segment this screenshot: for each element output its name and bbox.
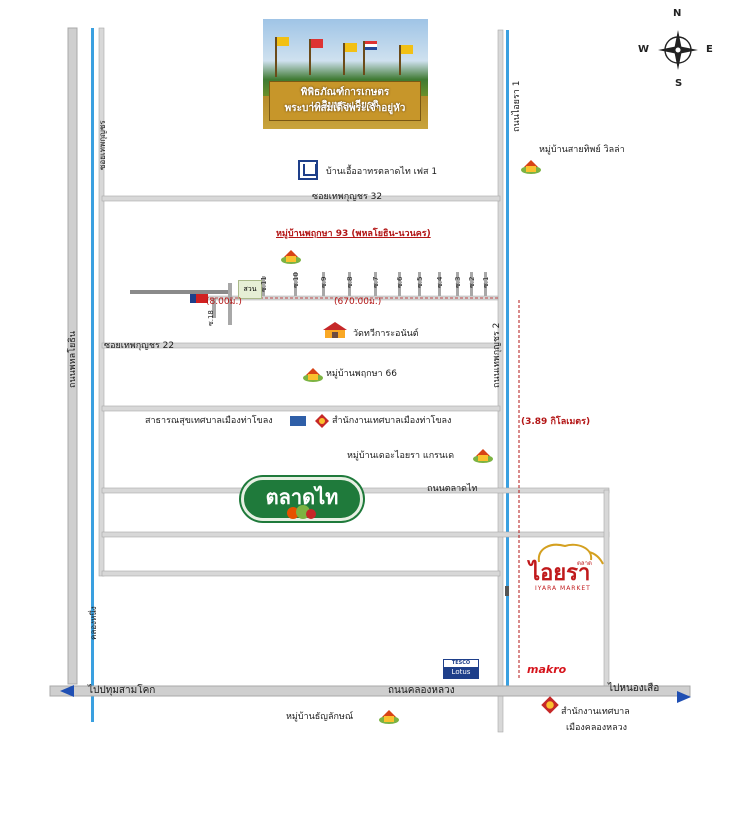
- house-icon: [473, 449, 493, 463]
- museum-sign: พิพิธภัณฑ์การเกษตรเฉลิมพระเกียรติ พระบาท…: [269, 81, 421, 121]
- label-canal: คลองหนึ่ง: [89, 606, 98, 640]
- canal-right: [506, 30, 509, 692]
- soi-label: ซ.2: [468, 276, 476, 288]
- vegetables-icon: [287, 505, 316, 519]
- museum-sign-line2: พระบาทสมเด็จพระเจ้าอยู่หัว: [284, 103, 406, 114]
- tesco-text: TESCO: [451, 660, 471, 666]
- soi-label: ซ.10: [292, 272, 300, 288]
- soi-label: ซ.11: [260, 276, 268, 292]
- museum-sign-line1: พิพิธภัณฑ์การเกษตรเฉลิมพระเกียรติ: [300, 87, 390, 111]
- road-soi-32: [101, 195, 501, 202]
- label-thep-kunchorn-2: ถนนเทพกุญชร 2: [492, 322, 502, 388]
- label-distance-8m: (8.00ม.): [206, 297, 242, 307]
- label-soi-32: ซอยเทพกุญชร 32: [312, 192, 383, 202]
- warehouse-logo-icon: [298, 160, 318, 180]
- iyara-logo-subtext: IYARA MARKET: [535, 585, 591, 592]
- label-distance-670m: (670.00ม.): [334, 297, 382, 307]
- canal-left: [91, 28, 94, 722]
- soi-label: ซ.9: [320, 276, 328, 288]
- iyara-market-logo: ตลาด ไอยรา IYARA MARKET: [529, 540, 609, 594]
- label-temple: วัดทวีการะอนันต์: [353, 329, 419, 339]
- label-park: สวน: [243, 285, 257, 293]
- garuda-icon: [315, 414, 329, 428]
- talad-thai-logo-text: ตลาดไท: [265, 485, 339, 509]
- label-iyara-road: ถนนไอยรา 1: [512, 80, 522, 132]
- label-khlong-luang-road: ถนนคลองหลวง: [388, 685, 455, 696]
- road-marker: [505, 586, 509, 596]
- soi-label: ซ.18: [207, 310, 215, 326]
- road-village93: [130, 290, 230, 294]
- label-dhanyalak: หมู่บ้านธัญลักษณ์: [286, 712, 354, 722]
- soi-label: ซ.1: [482, 276, 490, 288]
- elephant-icon: [537, 543, 604, 565]
- house-icon: [379, 710, 399, 724]
- road-h3: [101, 405, 501, 412]
- compass-w: W: [638, 44, 650, 55]
- soi-label: ซ.4: [436, 276, 444, 288]
- label-sai-thip-villa: หมู่บ้านสายทิพย์ วิลล่า: [539, 145, 625, 155]
- road-left-soi: [98, 27, 105, 577]
- road-phahon-yothin: [67, 27, 78, 685]
- label-soi-22: ซอยเทพกุญชร 22: [104, 341, 175, 351]
- label-municipal-office: สำนักงานเทศบาลเมืองท่าโขลง: [332, 416, 452, 426]
- tesco-lotus-logo: TESCO Lotus: [443, 659, 479, 679]
- compass-icon: [658, 30, 698, 70]
- label-left-soi: ซอยเทพกุญชร: [98, 120, 107, 170]
- label-phahon-yothin: ถนนพหลโยธิน: [68, 331, 78, 388]
- label-iyara-grande: หมู่บ้านเดอะไอยรา แกรนเด: [347, 451, 455, 461]
- label-village-93: หมู่บ้านพฤกษา 93 (พหลโยธิน-นวนคร): [276, 229, 431, 239]
- soi-label: ซ.3: [454, 276, 462, 288]
- road-soi-22: [101, 342, 501, 349]
- label-to-nong-suea: ไปหนองเสือ: [608, 683, 660, 694]
- compass-rose: N S E W: [638, 8, 716, 90]
- road-h6: [101, 570, 501, 577]
- lot-flag-red-icon: [196, 294, 208, 303]
- label-khlong-luang-office-1: สำนักงานเทศบาล: [561, 707, 630, 717]
- house-icon: [303, 368, 323, 382]
- hospital-icon: [290, 416, 306, 426]
- arrow-right-icon: [677, 691, 691, 703]
- iyara-logo-text: ไอยรา: [529, 561, 591, 586]
- compass-e: E: [706, 44, 713, 55]
- label-distance-3-89km: (3.89 กิโลเมตร): [521, 417, 591, 427]
- label-talad-thai-road: ถนนตลาดไท: [427, 484, 478, 494]
- lotus-text: Lotus: [444, 667, 478, 678]
- arrow-left-icon: [60, 685, 74, 697]
- soi-label: ซ.5: [416, 276, 424, 288]
- museum-photo: พิพิธภัณฑ์การเกษตรเฉลิมพระเกียรติ พระบาท…: [263, 19, 428, 129]
- label-health-center: สาธารณสุขเทศบาลเมืองท่าโขลง: [145, 416, 273, 426]
- garuda-icon: [541, 696, 559, 714]
- soi-label: ซ.7: [372, 276, 380, 288]
- compass-n: N: [673, 8, 682, 19]
- temple-icon: [323, 322, 347, 338]
- label-village-66: หมู่บ้านพฤกษา 66: [326, 369, 397, 379]
- label-warehouse: บ้านเอื้ออาทรตลาดไท เฟส 1: [326, 167, 438, 177]
- compass-s: S: [675, 78, 683, 89]
- soi-label: ซ.6: [396, 276, 404, 288]
- road-right-main: [497, 29, 504, 733]
- house-icon: [281, 250, 301, 264]
- label-to-pathum: ไปปทุมสามโคก: [88, 685, 156, 696]
- village-soi-branches: [212, 272, 487, 325]
- makro-logo: makro: [527, 663, 567, 676]
- soi-label: ซ.8: [346, 276, 354, 288]
- house-icon: [521, 160, 541, 174]
- iyara-small-text: ตลาด: [577, 560, 592, 567]
- label-khlong-luang-office-2: เมืองคลองหลวง: [566, 723, 628, 733]
- road-h5: [101, 531, 610, 538]
- park-box: สวน: [238, 280, 262, 299]
